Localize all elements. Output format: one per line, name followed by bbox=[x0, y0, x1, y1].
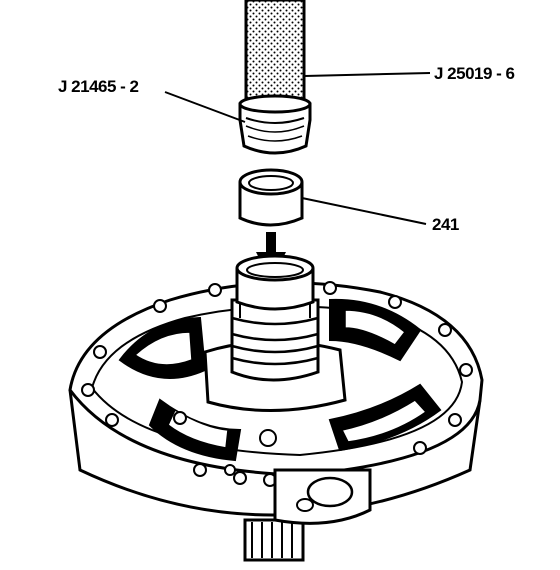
leader-lines bbox=[164, 72, 431, 225]
callout-j25019-6: J 25019 - 6 bbox=[434, 64, 515, 83]
seal-installer bbox=[238, 94, 312, 155]
bushing-241 bbox=[238, 168, 304, 227]
pump-shaft bbox=[243, 518, 305, 562]
callout-j21465-2: J 21465 - 2 bbox=[58, 77, 139, 96]
stator-neck bbox=[230, 298, 320, 382]
callout-241: 241 bbox=[432, 215, 459, 234]
oil-pump-body bbox=[68, 254, 484, 562]
installer-handle bbox=[244, 0, 306, 104]
